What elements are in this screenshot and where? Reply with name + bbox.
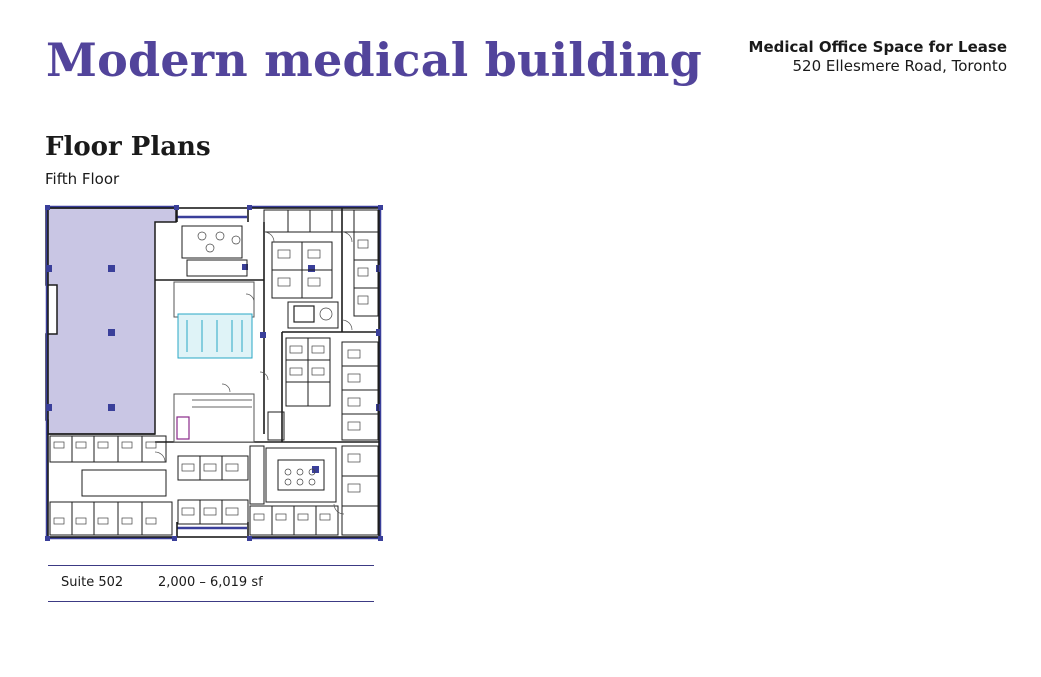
door-swings (154, 231, 353, 515)
floor-label: Fifth Floor (45, 170, 120, 188)
offices-south (49, 435, 379, 536)
building-outline (45, 205, 382, 540)
suite-name: Suite 502 (61, 575, 124, 590)
building-core (173, 281, 255, 443)
furniture (53, 231, 369, 525)
listing-address: 520 Ellesmere Road, Toronto (792, 57, 1007, 75)
offices-north-east (181, 209, 379, 441)
suite-table: Suite 502 2,000 – 6,019 sf (48, 565, 374, 602)
section-title: Floor Plans (45, 132, 211, 162)
floor-plan-drawing (45, 205, 383, 541)
floor-plan[interactable] (42, 202, 386, 543)
suite-502-highlight[interactable] (45, 207, 177, 435)
suite-area: 2,000 – 6,019 sf (158, 575, 263, 590)
listing-subtitle: Medical Office Space for Lease (748, 38, 1007, 56)
page-title: Modern medical building (46, 33, 703, 87)
listing-header: Medical Office Space for Lease 520 Elles… (749, 38, 1007, 76)
corner-markers (45, 205, 383, 541)
